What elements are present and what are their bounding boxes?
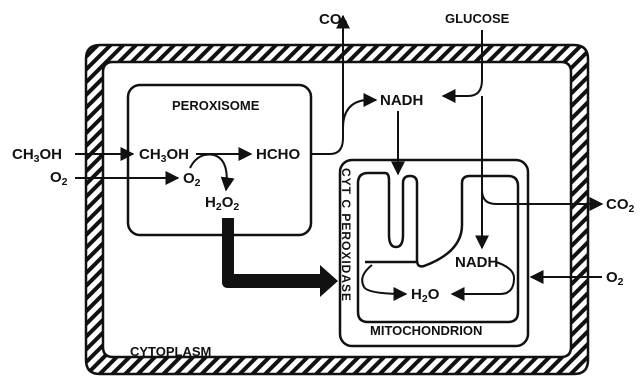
hcho-to-co2-arrow xyxy=(310,14,350,155)
ch3oh-outside-label: CH3OH xyxy=(12,146,63,165)
o2-right-label: O2 xyxy=(606,269,624,288)
h2o2-formation-arrow xyxy=(189,153,235,192)
mitochondrion-outer-membrane xyxy=(338,158,530,348)
ch3oh-inside-label: CH3OH xyxy=(139,146,190,165)
mitochondrion-inner-membrane xyxy=(356,171,520,324)
h2o2-label: H2O2 xyxy=(205,194,240,213)
cytoplasm-label: CYTOPLASM xyxy=(130,344,212,359)
nadh-top-label: NADH xyxy=(380,92,424,109)
hcho-to-nadh-arrow xyxy=(342,93,378,129)
peroxisome-label: PEROXISOME xyxy=(172,98,260,113)
hcho-label: HCHO xyxy=(256,146,301,163)
mitochondrion-label: MITOCHONDRION xyxy=(370,323,483,338)
cell-wall xyxy=(84,43,590,376)
o2-inside-label: O2 xyxy=(183,170,201,189)
co2-right-label: CO2 xyxy=(606,196,635,215)
nadh-mitochondrion-label: NADH xyxy=(455,254,499,271)
nadh-to-h2o-arrow xyxy=(450,261,516,301)
h2o-from-peroxidase-arrow xyxy=(361,264,408,301)
cyt-c-peroxidase-label: CYT C PEROXIDASE xyxy=(339,168,353,303)
h2o-label: H2O xyxy=(411,286,440,305)
glucose-label: GLUCOSE xyxy=(445,11,510,26)
h2o2-transport-arrow xyxy=(222,218,338,297)
co2-top-label: CO2 xyxy=(319,11,348,30)
glucose-to-nadh-arrow xyxy=(441,30,483,103)
o2-outside-label: O2 xyxy=(50,169,68,188)
